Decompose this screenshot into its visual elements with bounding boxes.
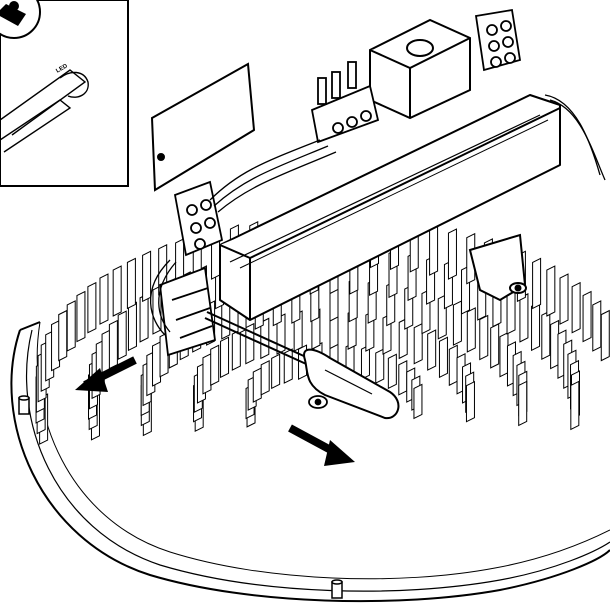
heat-sink-fin bbox=[108, 319, 118, 370]
heat-sink-fin bbox=[465, 380, 475, 423]
screwdriver-tool bbox=[204, 311, 400, 420]
heat-sink-fin bbox=[271, 353, 281, 390]
terminal-block-front bbox=[159, 266, 216, 357]
heat-sink-fin bbox=[582, 290, 592, 343]
heat-sink-fin bbox=[479, 314, 489, 361]
heat-sink-fin bbox=[117, 310, 127, 361]
heat-sink-fin bbox=[452, 300, 462, 346]
led-tube-illustration bbox=[0, 69, 89, 153]
heat-sink-fin bbox=[245, 322, 255, 365]
heat-sink-fin bbox=[466, 232, 476, 285]
heat-sink-fin bbox=[550, 319, 560, 370]
heat-sink-fin bbox=[427, 329, 437, 371]
arrow-left bbox=[75, 356, 137, 392]
bracket-foot-right bbox=[468, 233, 527, 302]
heat-sink-fin bbox=[546, 265, 556, 317]
heat-sink-fin bbox=[559, 273, 569, 325]
arrow-down bbox=[288, 424, 355, 466]
heat-sink-fin bbox=[126, 257, 136, 310]
heat-sink-fin bbox=[499, 331, 509, 378]
heat-sink-fin bbox=[127, 301, 137, 352]
heat-sink-fin bbox=[592, 300, 602, 352]
rim-screw-bottom bbox=[331, 579, 343, 599]
heat-sink-fin bbox=[490, 323, 500, 369]
heat-sink-fin bbox=[438, 336, 448, 379]
heat-sink-fin bbox=[571, 281, 581, 334]
heat-sink-fin bbox=[387, 353, 397, 390]
heat-sink-fin bbox=[152, 341, 162, 387]
heat-sink-fin bbox=[58, 309, 68, 362]
heat-sink-fin bbox=[112, 265, 122, 317]
base-disc bbox=[10, 321, 610, 603]
heat-sink-fin bbox=[398, 359, 408, 396]
adapter-box bbox=[369, 18, 471, 120]
heat-sink-fin bbox=[518, 380, 528, 427]
heat-sink-fin bbox=[600, 309, 610, 362]
terminal-block-top-right bbox=[474, 8, 522, 72]
heat-sink-fin bbox=[142, 250, 152, 303]
heat-sink-fin bbox=[99, 273, 109, 325]
plate-screw bbox=[308, 395, 328, 409]
heat-sink-fin bbox=[541, 310, 551, 361]
mounting-bracket bbox=[150, 62, 256, 192]
heat-sink-fin bbox=[447, 228, 457, 280]
heat-sink-fin bbox=[252, 367, 262, 403]
heat-sink-fin bbox=[466, 307, 476, 353]
terminal-block-top bbox=[310, 61, 380, 144]
inset-panel bbox=[0, 0, 129, 187]
heat-sink-fin bbox=[231, 329, 241, 371]
heat-sink-fin bbox=[570, 380, 580, 431]
rim-screw-left bbox=[18, 395, 30, 415]
heat-sink-fin bbox=[531, 301, 541, 352]
heat-sink-fin bbox=[202, 353, 212, 395]
wiring bbox=[149, 94, 606, 336]
heat-sink-fin bbox=[429, 224, 439, 276]
heat-sink-fin bbox=[519, 293, 529, 343]
heat-sink-fin bbox=[220, 336, 230, 379]
driver-housing bbox=[219, 94, 561, 321]
heat-sink-fin bbox=[413, 322, 423, 365]
heat-sink-fin bbox=[76, 290, 86, 343]
heat-sink-fin bbox=[87, 281, 97, 334]
heat-sink-fin bbox=[66, 300, 76, 352]
service-tool-icon bbox=[0, 0, 41, 39]
heat-sink-fin bbox=[413, 383, 423, 420]
heat-sink-fin bbox=[260, 359, 270, 396]
heat-sink-fin bbox=[210, 344, 220, 387]
heat-sink-fin bbox=[532, 257, 542, 310]
heat-sink-fin bbox=[448, 344, 458, 387]
